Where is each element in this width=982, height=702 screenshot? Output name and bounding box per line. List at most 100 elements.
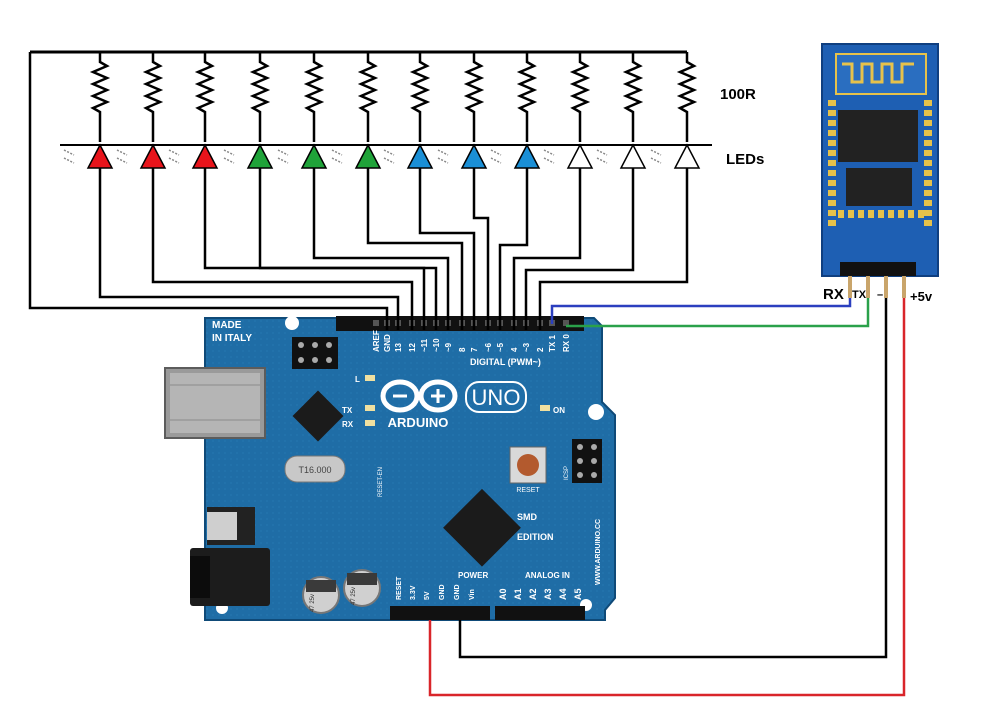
crystal	[284, 455, 346, 483]
edition-label: EDITION	[517, 532, 554, 542]
power-pin-label: 5V	[424, 591, 431, 600]
bluetooth-module	[821, 43, 939, 298]
icsp-label: ICSP	[564, 466, 570, 480]
module-chip-1	[838, 110, 918, 162]
light-arrow	[116, 149, 128, 164]
pad	[924, 130, 932, 136]
rx-pin-label: RX	[823, 286, 844, 303]
mounting-hole	[588, 404, 604, 420]
tx-led-label: TX	[342, 406, 353, 415]
resistor	[303, 52, 325, 142]
digital-pin-label: TX 1	[548, 335, 557, 352]
analog-pin-label: A5	[573, 588, 583, 600]
digital-pin-label: ~5	[496, 342, 505, 352]
resistor	[569, 52, 591, 142]
pad	[828, 160, 836, 166]
pad	[828, 190, 836, 196]
pad	[828, 110, 836, 116]
pad	[858, 210, 864, 218]
power-pin-label: 3.3V	[410, 585, 417, 600]
analog-header-label: ANALOG IN	[525, 571, 570, 580]
l-led	[365, 375, 375, 381]
led-signal-wire	[418, 168, 476, 330]
reset-button[interactable]	[509, 446, 547, 484]
analog-pin-label: A2	[528, 588, 538, 600]
digital-pin-label: ~3	[522, 342, 531, 352]
resistor	[89, 52, 111, 142]
resistor	[194, 52, 216, 142]
resistor	[357, 52, 379, 142]
power-pin-header	[390, 606, 490, 620]
vcc-pin-label: +5v	[910, 289, 933, 304]
digital-pin-label: 12	[408, 343, 417, 352]
pad	[868, 210, 874, 218]
pad	[924, 200, 932, 206]
pad	[828, 220, 836, 226]
pad	[828, 210, 836, 216]
light-arrow	[223, 149, 235, 164]
led-signal-wire	[512, 168, 582, 330]
led-signal-wire	[151, 168, 414, 330]
led-signal-wire	[98, 168, 400, 330]
website-label: WWW.ARDUINO.CC	[595, 519, 602, 585]
pad	[924, 150, 932, 156]
led-array	[60, 143, 712, 169]
light-arrow	[331, 149, 343, 164]
digital-header-label: DIGITAL (PWM~)	[470, 357, 541, 367]
pad	[924, 210, 932, 216]
led	[406, 143, 434, 169]
module-vcc-wire	[428, 298, 906, 697]
pad	[848, 210, 854, 218]
light-arrow	[383, 149, 395, 164]
power-pin-label: GND	[439, 584, 446, 600]
pad	[828, 180, 836, 186]
digital-pin-header	[336, 316, 584, 331]
rx-wire	[550, 298, 852, 324]
power-header-label: POWER	[458, 571, 488, 580]
led-signal-wire	[498, 168, 529, 330]
pad	[828, 140, 836, 146]
pad	[878, 210, 884, 218]
pad	[828, 130, 836, 136]
light-arrow	[277, 149, 289, 164]
light-arrow	[543, 149, 555, 164]
analog-pin-label: A4	[558, 588, 568, 600]
capacitor-1	[302, 576, 340, 614]
led	[513, 143, 541, 169]
rx-led	[365, 420, 375, 426]
led-signal-wire	[524, 168, 635, 330]
power-pin-label: Vin	[469, 589, 476, 600]
led-signal-wire	[472, 168, 490, 330]
led	[354, 143, 382, 169]
pad	[924, 140, 932, 146]
led-signal-wire	[538, 168, 689, 330]
resistor-array	[30, 50, 698, 142]
digital-pin-label: 13	[394, 343, 403, 352]
light-arrow	[596, 149, 608, 164]
led-signal-wire	[258, 168, 438, 330]
analog-pin-label: A3	[543, 588, 553, 600]
resistor	[249, 52, 271, 142]
pad	[924, 220, 932, 226]
pad	[828, 100, 836, 106]
wires	[28, 52, 906, 697]
pad	[924, 160, 932, 166]
light-arrow	[437, 149, 449, 164]
light-arrow	[650, 149, 662, 164]
capacitor-2-label: 47 25v	[351, 587, 357, 605]
reset-label: RESET	[516, 487, 540, 494]
module-gnd-wire	[458, 298, 888, 659]
resistor	[463, 52, 485, 142]
analog-pin-label: A0	[498, 588, 508, 600]
pad	[924, 120, 932, 126]
smd-label: SMD	[517, 512, 538, 522]
header-pin	[563, 320, 569, 326]
pad	[918, 210, 924, 218]
led	[191, 143, 219, 169]
pad	[828, 170, 836, 176]
digital-pin-label: ~11	[420, 338, 429, 352]
led-signal-wire	[366, 168, 464, 330]
